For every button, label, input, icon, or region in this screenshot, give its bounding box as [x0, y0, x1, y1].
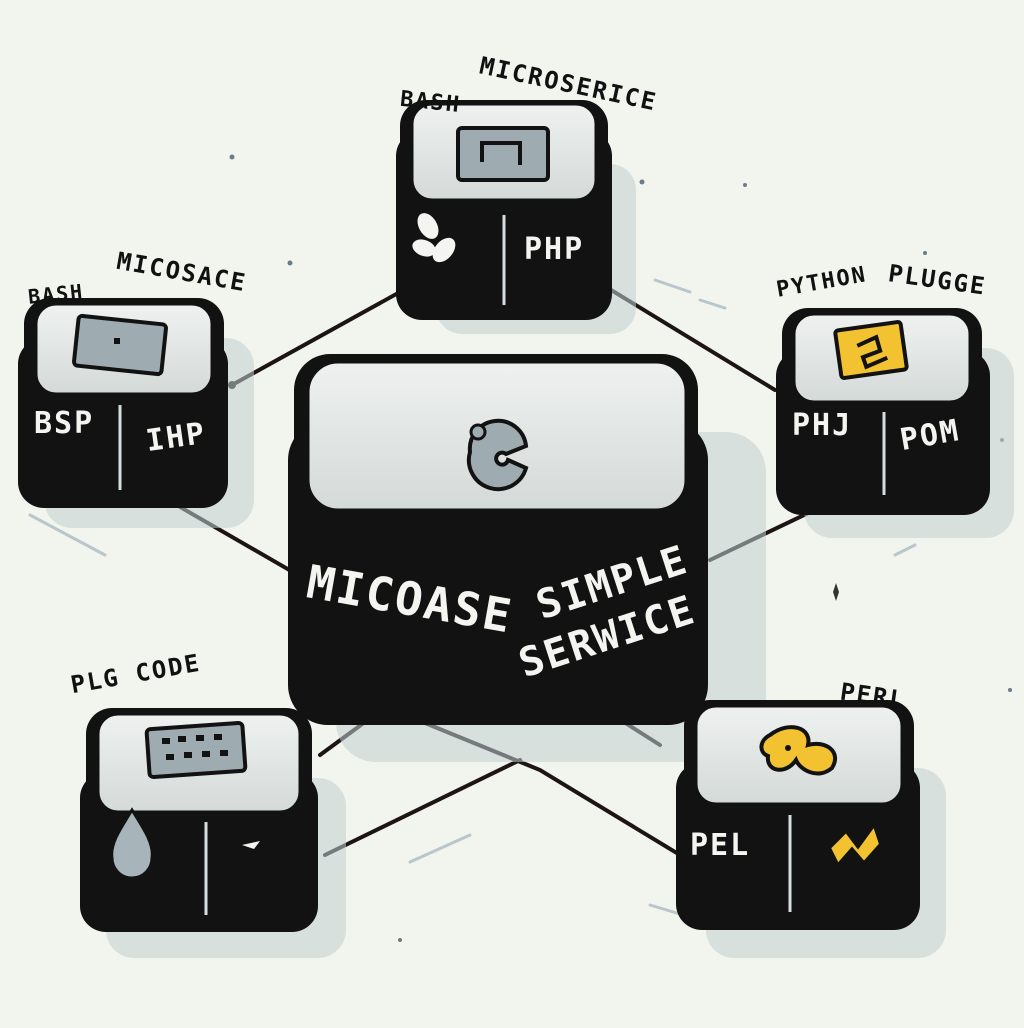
- lightning-icon: [828, 823, 882, 866]
- square-terminal-icon: [456, 126, 550, 182]
- left-node-face-left: BSP: [34, 406, 95, 441]
- node-right-cube: [776, 308, 1014, 538]
- node-center-cube: [288, 354, 766, 762]
- python-like-icon: [466, 418, 529, 492]
- right-node-face-left: PHJ: [792, 408, 853, 443]
- square-chip-icon: [72, 313, 168, 377]
- bottom-right-node-face-left: PEL: [690, 828, 751, 863]
- top-node-face-right: PHP: [524, 232, 585, 267]
- node-top-cube: [396, 100, 636, 334]
- drop-icon: [110, 807, 154, 880]
- arrow-icon: [242, 841, 260, 849]
- sparkle-icon: [833, 583, 839, 601]
- yellow-square-icon: [833, 320, 909, 380]
- node-left-cube: [18, 298, 254, 528]
- node-bottom-right-cube: [676, 700, 946, 958]
- yellow-snake-icon: [759, 725, 837, 776]
- propeller-icon: [412, 213, 456, 263]
- keyboard-icon: [144, 720, 248, 780]
- node-bottom-left-cube: [80, 708, 346, 958]
